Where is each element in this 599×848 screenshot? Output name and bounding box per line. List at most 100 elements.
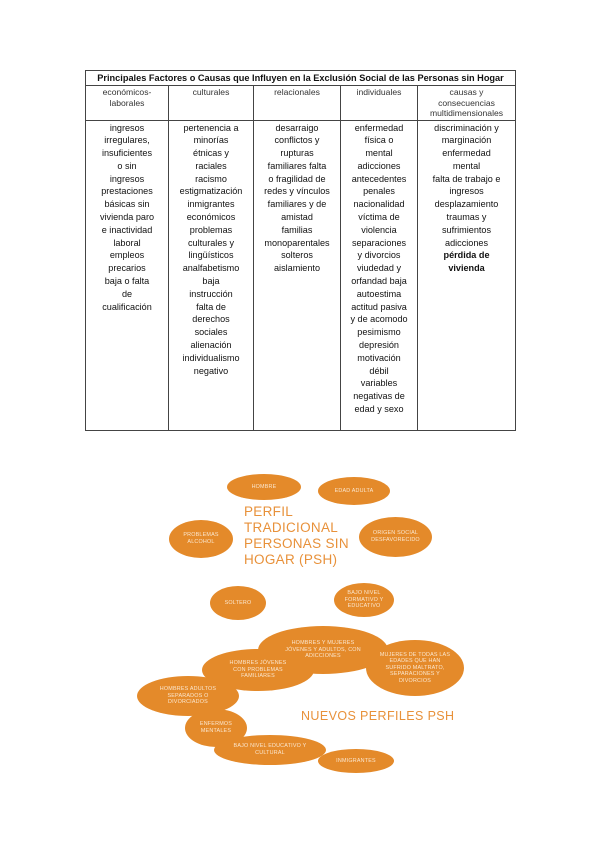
bubble-text-line: MUJERES DE TODAS LAS [379, 651, 451, 658]
bubble-text-line: BAJO NIVEL EDUCATIVO Y [233, 743, 307, 750]
cell-line: desplazamiento [434, 199, 499, 210]
bubble-text-line: FORMATIVO Y [344, 596, 384, 603]
bubble-text-line: EDUCATIVO [347, 603, 381, 610]
bubble-text-line: HOMBRES JÓVENES [229, 660, 287, 667]
cell-line: ingresos [449, 186, 484, 197]
cell-line: variables [360, 378, 398, 389]
cell-line: falta de [196, 301, 226, 312]
header-relacionales: relacionales [253, 85, 341, 121]
cell-line: familias [281, 224, 313, 235]
bubble-text-line: BAJO NIVEL [347, 590, 381, 597]
header-culturales: culturales [168, 85, 254, 121]
cell-line: traumas y [446, 212, 487, 223]
cell-line: precarios [108, 263, 146, 274]
cell-line: o fragilidad de [268, 173, 326, 184]
cell-line: familiares falta [267, 160, 327, 171]
bubble-text-line: HOMBRES ADULTOS [159, 686, 217, 693]
new-profiles-title: NUEVOS PERFILES PSH [301, 709, 455, 723]
cell-line: edad y sexo [354, 404, 404, 415]
cell-line: adicciones [357, 160, 401, 171]
cell-line: actitud pasiva [351, 301, 407, 312]
cell-line: pérdida de [443, 250, 490, 261]
bubble-edad-adulta: EDAD ADULTA [318, 477, 390, 505]
cell-line: racismo [195, 173, 227, 184]
cell-line: autoestima [356, 288, 402, 299]
cell-line: sufrimientos [442, 224, 492, 235]
cell-line: enfermedad [442, 148, 491, 159]
cell-line: monoparentales [264, 237, 330, 248]
cell-line: étnicas y [193, 148, 229, 159]
table-title: Principales Factores o Causas que Influy… [84, 70, 517, 86]
cell-line: pesimismo [357, 327, 401, 338]
traditional-title-line: HOGAR (PSH) [244, 552, 338, 567]
cell-line: instrucción [189, 288, 233, 299]
bubble-text-line: SEPARADOS O [167, 692, 209, 699]
bubble-text-line: SOLTERO [224, 599, 252, 606]
cell-line: negativas de [353, 391, 405, 402]
cell-line: lingüísticos [188, 250, 234, 261]
cell-line: familiares y de [267, 199, 327, 210]
cell-line: antecedentes [351, 173, 407, 184]
cell-line: nacionalidad [353, 199, 405, 210]
bubble-text-line: DIVORCIADOS [168, 699, 208, 706]
bubble-text-line: EDAD ADULTA [334, 487, 374, 494]
cell-line: mental [452, 160, 481, 171]
bubble-text-line: INMIGRANTES [336, 757, 376, 764]
cell-line: conflictos y [274, 135, 320, 146]
cell-line: violencia [361, 224, 397, 235]
cell-line: raciales [195, 160, 227, 171]
cell-line: empleos [109, 250, 145, 261]
cell-line: redes y vínculos [264, 186, 330, 197]
cell-line: vivienda [448, 263, 485, 274]
cell-line: desarraigo [275, 122, 319, 133]
bubble-text-line: MENTALES [200, 728, 232, 734]
cell-line: insuficientes [101, 148, 153, 159]
cell-line: alienación [190, 340, 232, 351]
header-multidimensionales: causas y consecuencias multidimensionale… [416, 85, 517, 121]
traditional-title-line: PERSONAS SIN [244, 536, 349, 551]
cell-line: y divorcios [357, 250, 401, 261]
cell-line: económicos [186, 212, 236, 223]
cell-line: ingresos [109, 122, 145, 133]
factors-table: Principales Factores o Causas que Influy… [84, 70, 517, 431]
bubble-text-line: SEPARACIONES Y [390, 671, 440, 678]
cell-line: débil [369, 365, 389, 376]
cell-line: discriminación y [434, 122, 499, 133]
cell-line: de [121, 288, 133, 299]
cell-line: penales [363, 186, 395, 197]
cell-line: cualificación [102, 301, 152, 312]
cell-line: laboral [113, 237, 141, 248]
bubble-text-line: ADICCIONES [305, 653, 341, 660]
cell-line: baja [202, 276, 220, 287]
bubble-text: INMIGRANTES [336, 758, 376, 765]
cell-line: falta de trabajo e [432, 173, 501, 184]
bubble-text-line: FAMILIARES [241, 673, 275, 680]
bubble-text-line: CON PROBLEMAS [233, 666, 283, 673]
bubble-text-line: EDADES QUE HAN [389, 658, 441, 665]
bubble-soltero: SOLTERO [210, 586, 266, 620]
traditional-profile-title: PERFIL TRADICIONAL PERSONAS SIN HOGAR (P… [244, 504, 364, 568]
cell-line: víctima de [358, 212, 400, 223]
bubble-text-line: ALCOHOL [187, 539, 215, 545]
cell-line: prestaciones [101, 186, 153, 197]
cell-line: amistad [281, 212, 313, 223]
bubble-text-line: ENFERMOS [199, 721, 233, 728]
cell-line: solteros [281, 250, 313, 261]
cell-line: motivación [357, 352, 401, 363]
cell-line: adicciones [445, 237, 488, 248]
header-individuales: individuales [340, 85, 418, 121]
cell-line: problemas [189, 224, 233, 235]
cell-line: aislamiento [274, 263, 320, 274]
cell-line: irregulares, [104, 135, 150, 146]
traditional-title-line: PERFIL [244, 504, 294, 519]
